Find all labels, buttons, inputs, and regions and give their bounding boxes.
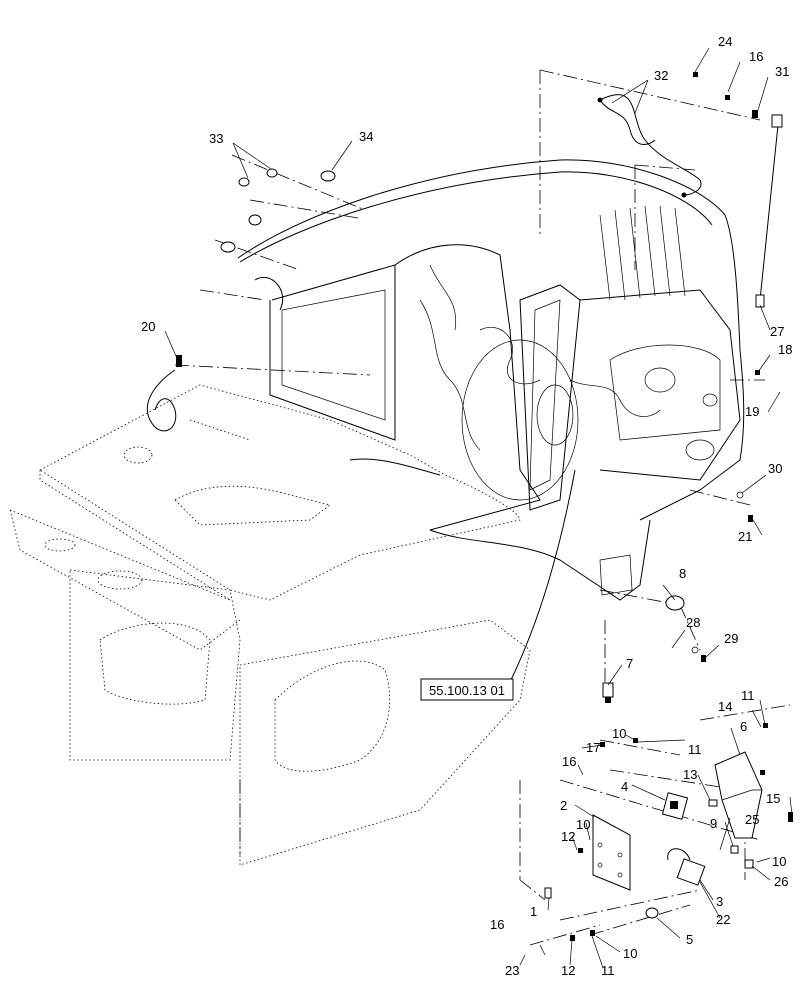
reference-box[interactable]: 55.100.13 01 [420,678,514,701]
callout-16: 16 [562,754,576,769]
grommet-8 [665,595,685,611]
callout-6: 6 [740,719,747,734]
callout-10: 10 [576,817,590,832]
callout-21: 21 [738,529,752,544]
callout-12: 12 [561,829,575,844]
leader-lines [164,47,793,969]
callout-5: 5 [686,932,693,947]
callout-11: 11 [741,688,755,703]
callout-1: 1 [530,904,537,919]
callout-31: 31 [775,64,789,79]
callout-9: 9 [710,816,717,831]
callout-labels: 24 16 31 32 33 34 27 20 18 19 30 21 8 28… [141,34,792,978]
small-hardware [544,72,793,941]
callout-32: 32 [654,68,668,83]
callout-8: 8 [679,566,686,581]
callout-28: 28 [686,615,700,630]
callout-15: 15 [766,791,780,806]
cab-assembly [237,159,745,601]
callout-22: 22 [716,912,730,927]
callout-10: 10 [772,854,786,869]
callout-14: 14 [718,699,732,714]
rod-27 [755,114,783,308]
assembly-guide-lines [174,69,791,946]
callout-10: 10 [612,726,626,741]
callout-17: 17 [586,740,600,755]
callout-19: 19 [745,404,759,419]
grommets-33-34 [220,168,336,311]
callout-20: 20 [141,319,155,334]
callout-25: 25 [745,812,759,827]
callout-11: 11 [601,963,615,978]
callout-11: 11 [688,742,702,757]
connector-3-22 [667,848,706,886]
callout-29: 29 [724,631,738,646]
callout-2: 2 [560,798,567,813]
callout-18: 18 [778,342,792,357]
callout-10: 10 [623,946,637,961]
callout-23: 23 [505,963,519,978]
harness-32 [597,94,702,198]
callout-33: 33 [209,131,223,146]
floor-plate [9,384,521,651]
callout-30: 30 [768,461,782,476]
callout-34: 34 [359,129,373,144]
switch-4 [661,792,689,820]
callout-16: 16 [749,49,763,64]
cover-6 [714,751,763,839]
callout-7: 7 [626,656,633,671]
sensor-7 [602,682,614,703]
callout-13: 13 [683,767,697,782]
callout-12: 12 [561,963,575,978]
side-panels [69,569,531,866]
callout-24: 24 [718,34,732,49]
callout-3: 3 [716,894,723,909]
harness-20 [146,355,182,432]
callout-4: 4 [621,779,628,794]
bracket-2 [592,814,631,891]
callout-16: 16 [490,917,504,932]
callout-27: 27 [770,324,784,339]
reference-box-label: 55.100.13 01 [429,683,505,698]
callout-26: 26 [774,874,788,889]
